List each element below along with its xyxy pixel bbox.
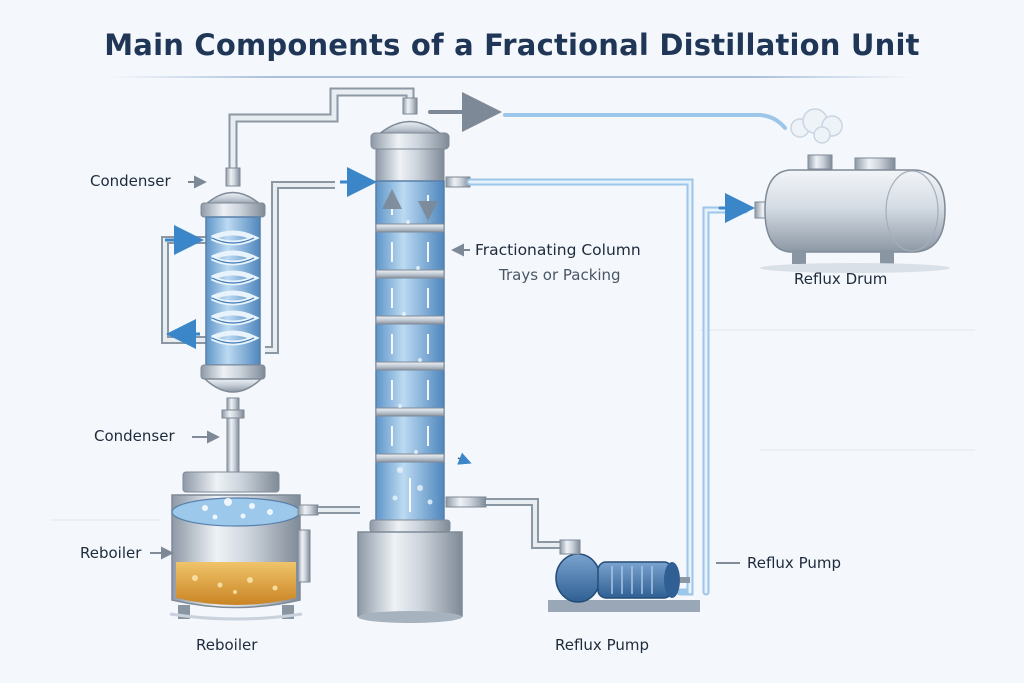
label-reboiler-bottom: Reboiler bbox=[196, 636, 258, 654]
label-fractionating-column: Fractionating Column bbox=[475, 241, 641, 259]
title-underline bbox=[112, 76, 912, 78]
label-leaders bbox=[150, 175, 740, 564]
reflux-pump bbox=[548, 539, 700, 612]
label-trays-or-packing: Trays or Packing bbox=[499, 266, 621, 284]
label-reflux-pump-bottom: Reflux Pump bbox=[555, 636, 649, 654]
page-title: Main Components of a Fractional Distilla… bbox=[104, 28, 920, 62]
vapor-line-top bbox=[228, 87, 787, 185]
reflux-drum bbox=[754, 154, 950, 273]
background-guides bbox=[50, 329, 975, 521]
reboiler bbox=[169, 471, 360, 621]
vapor-plume bbox=[790, 108, 843, 144]
fractionating-column bbox=[357, 97, 487, 623]
bottoms-to-pump-line bbox=[486, 498, 560, 549]
label-reflux-pump-side: Reflux Pump bbox=[747, 554, 841, 572]
label-condenser-top: Condenser bbox=[90, 172, 171, 190]
label-condenser-bottom: Condenser bbox=[94, 427, 175, 445]
condenser bbox=[161, 167, 377, 479]
label-reboiler-side: Reboiler bbox=[80, 544, 142, 562]
overhead-to-drum-line bbox=[466, 178, 755, 596]
label-reflux-drum: Reflux Drum bbox=[794, 270, 888, 288]
